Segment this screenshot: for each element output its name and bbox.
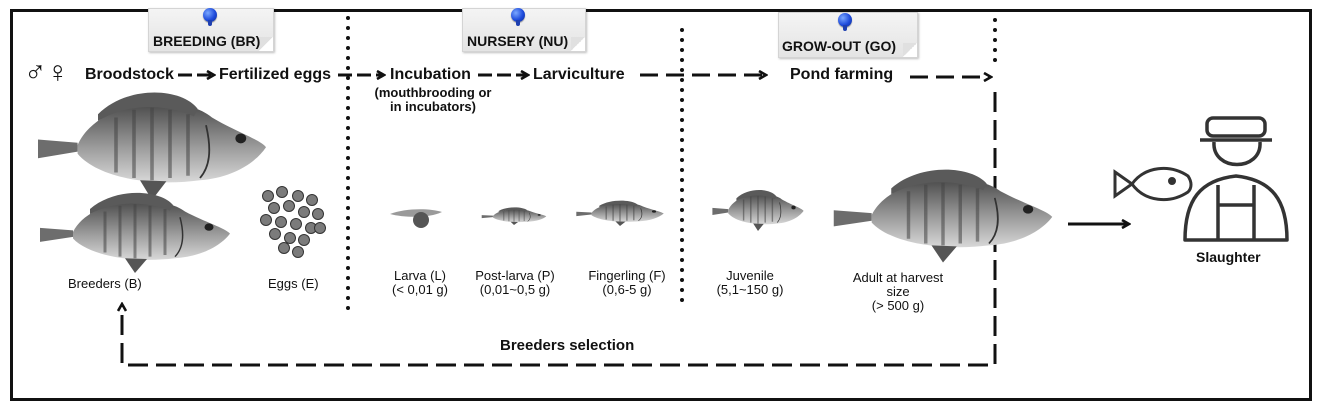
pin-icon <box>838 13 852 31</box>
slaughter-worker-icon <box>1183 116 1289 242</box>
diagram-frame <box>10 9 1312 401</box>
pin-icon <box>511 8 525 26</box>
eggs-cluster <box>260 186 326 258</box>
sex-symbols: ♂♀ <box>24 56 69 89</box>
incubation-note-line2: in incubators) <box>390 99 476 114</box>
caption-adult-line2: size <box>886 284 910 299</box>
caption-juvenile-weight: (5,1~150 g) <box>716 282 784 297</box>
fish-breeder-large <box>38 92 266 200</box>
caption-eggs: Eggs (E) <box>268 276 319 291</box>
caption-slaughter: Slaughter <box>1196 249 1261 265</box>
caption-postlarva-weight: (0,01~0,5 g) <box>479 282 551 297</box>
caption-adult-line1: Adult at harvest <box>852 270 944 285</box>
flow-larviculture: Larviculture <box>533 66 625 83</box>
flow-broodstock: Broodstock <box>85 66 174 83</box>
caption-adult-weight: (> 500 g) <box>871 298 925 313</box>
caption-juvenile-name: Juvenile <box>726 268 774 283</box>
pin-icon <box>203 8 217 26</box>
fish-breeder-small <box>40 193 230 273</box>
fish-adult <box>834 170 1053 263</box>
incubation-note-line1: (mouthbrooding or <box>374 85 492 100</box>
caption-fingerling-name: Fingerling (F) <box>588 268 666 283</box>
stage-label-growout: GROW-OUT (GO) <box>782 38 897 54</box>
caption-breeders-selection: Breeders selection <box>500 337 635 354</box>
caption-larva-name: Larva (L) <box>393 268 447 283</box>
slaughter-fish-icon <box>1113 166 1193 202</box>
flow-fertilized-eggs: Fertilized eggs <box>219 66 332 83</box>
stage-label-breeding: BREEDING (BR) <box>153 33 261 49</box>
larva-illustration <box>390 209 442 228</box>
caption-fingerling-weight: (0,6-5 g) <box>602 282 652 297</box>
flow-incubation: Incubation <box>390 66 471 83</box>
caption-larva-weight: (< 0,01 g) <box>391 282 448 297</box>
arrow-breeders-selection-loop <box>122 92 997 367</box>
fish-juvenile <box>712 190 803 231</box>
stage-label-nursery: NURSERY (NU) <box>467 33 569 49</box>
caption-breeders: Breeders (B) <box>68 276 142 291</box>
caption-postlarva-name: Post-larva (P) <box>475 268 555 283</box>
fish-fingerling <box>576 201 663 226</box>
flow-pond-farming: Pond farming <box>790 66 894 83</box>
fish-postlarva <box>482 207 547 225</box>
